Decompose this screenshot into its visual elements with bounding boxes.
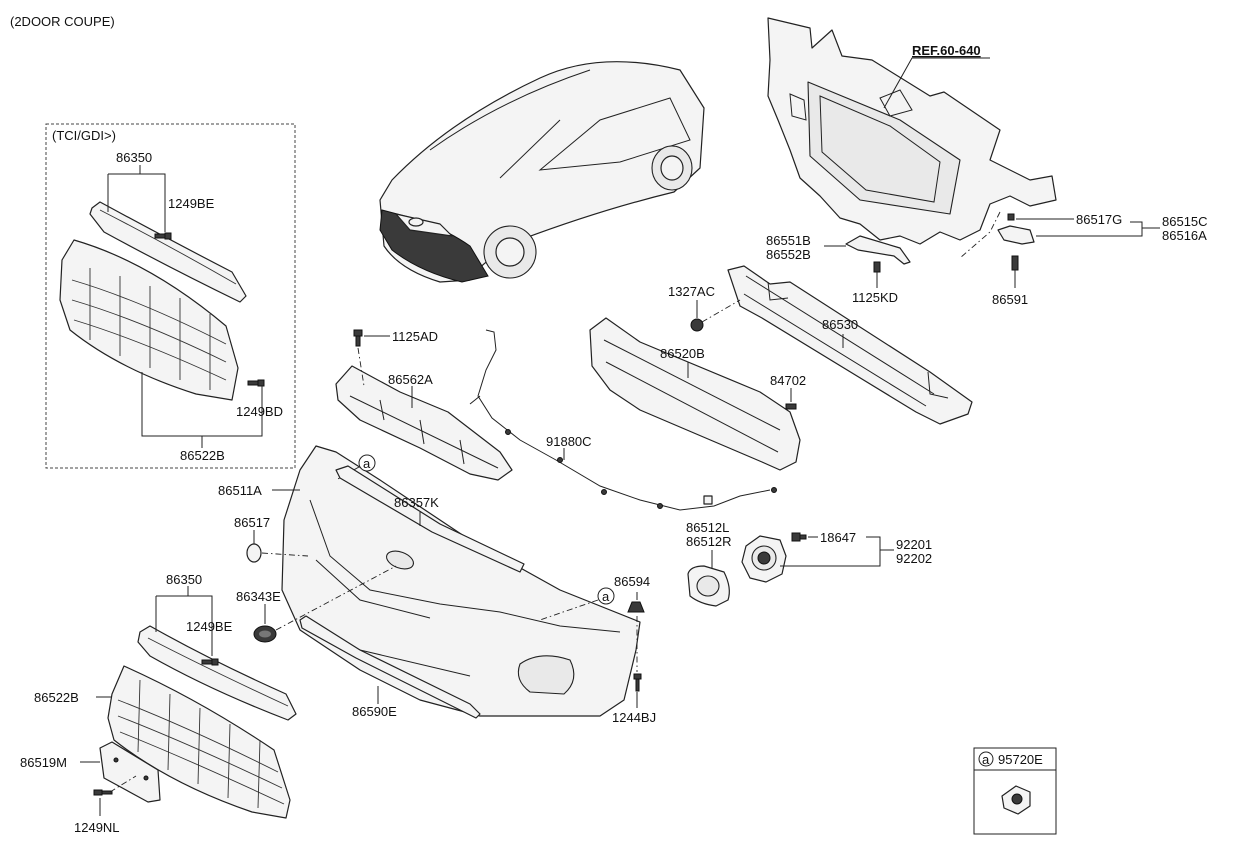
label-1249be-top: 1249BE [168, 196, 215, 211]
label-1125ad: 1125AD [392, 329, 438, 344]
callout-a-bottom-line [539, 599, 599, 621]
bumper-beam [727, 265, 973, 425]
radiator-support-panel [767, 17, 1057, 245]
leader-86551b [824, 245, 878, 288]
centerline-86517 [261, 552, 309, 557]
bolt-1125ad [353, 329, 363, 347]
leader-86515c [1014, 218, 1160, 288]
label-86594: 86594 [614, 574, 650, 589]
lower-molding-86590e [299, 615, 481, 719]
leader-86522b-top [141, 372, 263, 448]
pad-84702 [785, 403, 797, 410]
bulb-18647 [791, 532, 807, 542]
label-86516a: 86516A [1162, 228, 1207, 243]
label-86517: 86517 [234, 515, 270, 530]
callout-a-top [358, 454, 376, 472]
callout-a-bottom [597, 587, 615, 605]
clip-86515c [997, 213, 1035, 271]
cap-86517 [246, 543, 262, 563]
tci-gdi-group-box [45, 123, 296, 469]
label-86512r: 86512R [686, 534, 732, 549]
legend-box [973, 747, 1057, 835]
label-86350-bottom: 86350 [166, 572, 202, 587]
label-86511a: 86511A [218, 483, 262, 498]
ref-label: REF.60-640 [912, 43, 981, 58]
label-1249be-bottom: 1249BE [186, 619, 233, 634]
tci-gdi-group-label: (TCI/GDI>) [52, 128, 116, 143]
legend-letter: a [982, 752, 990, 767]
bolt-1249bd-top [247, 379, 265, 387]
license-bracket-86519m [99, 741, 161, 803]
grille-molding-upper-top [89, 201, 247, 303]
callout-a-top-letter: a [363, 456, 371, 471]
label-1244bj: 1244BJ [612, 710, 656, 725]
label-86343e: 86343E [236, 589, 281, 604]
nut-1327ac [690, 318, 704, 332]
label-86515c: 86515C [1162, 214, 1208, 229]
front-bumper-cover [281, 445, 641, 717]
centerline-1125ad [357, 347, 365, 387]
screw-1249nl [93, 789, 113, 796]
fog-lamp-bezel [687, 565, 730, 607]
car-illustration [379, 61, 705, 283]
leader-ref [883, 57, 990, 109]
label-1249nl: 1249NL [74, 820, 120, 835]
label-86591: 86591 [992, 292, 1028, 307]
label-86350-top: 86350 [116, 150, 152, 165]
fog-lamp-92201 [741, 535, 787, 583]
callout-a-bottom-letter: a [602, 589, 610, 604]
centerline-emblem [275, 565, 397, 631]
energy-absorber [589, 317, 801, 471]
label-86590e: 86590E [352, 704, 397, 719]
leader-86350-top [107, 165, 166, 232]
label-86551b: 86551B [766, 233, 811, 248]
bolt-1249be-bottom [201, 658, 219, 666]
grille-molding-upper-bottom [137, 625, 297, 721]
label-86522b-bottom: 86522B [34, 690, 79, 705]
leader-86350-bottom [155, 586, 213, 656]
radiator-grille-top [59, 239, 239, 401]
leader-fog-lamp [780, 536, 894, 567]
label-86530: 86530 [822, 317, 858, 332]
label-92202: 92202 [896, 551, 932, 566]
label-91880c: 91880C [546, 434, 592, 449]
label-18647: 18647 [820, 530, 856, 545]
bumper-bracket-86562a [335, 365, 513, 481]
clip-86594 [627, 601, 645, 613]
wiring-harness [469, 329, 777, 511]
label-86512l: 86512L [686, 520, 729, 535]
upper-molding-86357k [335, 465, 525, 573]
label-86357k: 86357K [394, 495, 439, 510]
legend-part-95720e: 95720E [998, 752, 1043, 767]
label-1327ac: 1327AC [668, 284, 715, 299]
label-86522b-top: 86522B [180, 448, 225, 463]
label-86517g: 86517G [1076, 212, 1122, 227]
diagram-title: (2DOOR COUPE) [10, 14, 115, 29]
bracket-86551b [845, 235, 911, 273]
leader-86519m [80, 761, 101, 816]
label-86520b: 86520B [660, 346, 705, 361]
bolt-1249be-top [154, 232, 172, 240]
label-86562a: 86562A [388, 372, 433, 387]
label-92201: 92201 [896, 537, 932, 552]
callout-a-top-line [335, 466, 360, 481]
label-84702: 84702 [770, 373, 806, 388]
label-1125kd: 1125KD [852, 290, 898, 305]
centerline-1249nl [109, 775, 137, 793]
screw-1244bj [633, 673, 642, 692]
label-86552b: 86552B [766, 247, 811, 262]
label-1249bd: 1249BD [236, 404, 283, 419]
label-86519m: 86519M [20, 755, 67, 770]
centerline-1327ac [701, 299, 741, 323]
